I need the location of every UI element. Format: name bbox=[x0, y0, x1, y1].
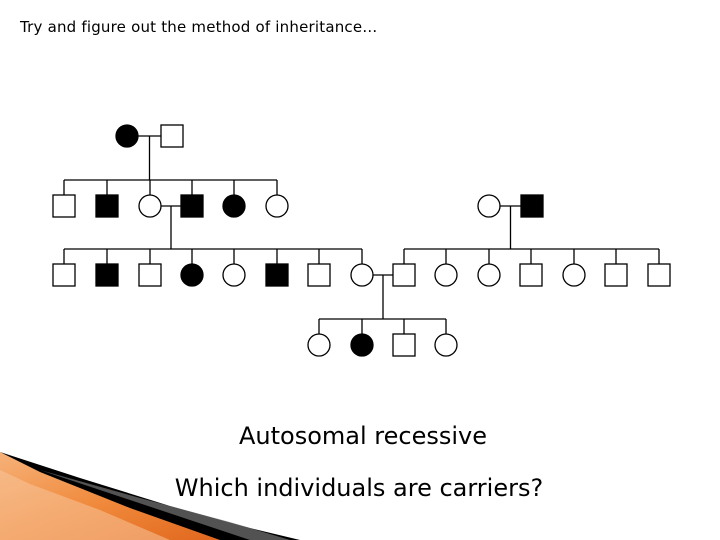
unaffected-female-IV-4 bbox=[434, 333, 458, 357]
question-text: Which individuals are carriers? bbox=[174, 474, 544, 502]
affected-female-II-5 bbox=[222, 194, 246, 218]
unaffected-male-II-1 bbox=[52, 194, 76, 218]
affected-male-II-8 bbox=[520, 194, 544, 218]
unaffected-male-III-7 bbox=[307, 263, 331, 287]
unaffected-female-III-10 bbox=[434, 263, 458, 287]
unaffected-male-III-14 bbox=[604, 263, 628, 287]
slide-heading: Try and figure out the method of inherit… bbox=[20, 18, 378, 36]
unaffected-male-III-1 bbox=[52, 263, 76, 287]
orange-swoosh-highlight bbox=[0, 470, 170, 540]
unaffected-female-III-8 bbox=[350, 263, 374, 287]
affected-female-III-4 bbox=[180, 263, 204, 287]
affected-male-II-2 bbox=[95, 194, 119, 218]
affected-female-I-1 bbox=[115, 124, 139, 148]
answer-text: Autosomal recessive bbox=[238, 422, 487, 450]
unaffected-female-IV-1 bbox=[307, 333, 331, 357]
unaffected-female-II-6 bbox=[265, 194, 289, 218]
affected-male-III-6 bbox=[265, 263, 289, 287]
unaffected-female-II-7 bbox=[477, 194, 501, 218]
unaffected-female-II-3 bbox=[138, 194, 162, 218]
affected-female-IV-2 bbox=[350, 333, 374, 357]
affected-male-III-2 bbox=[95, 263, 119, 287]
unaffected-male-III-9 bbox=[392, 263, 416, 287]
unaffected-male-III-15 bbox=[647, 263, 671, 287]
gray-swoosh bbox=[40, 470, 290, 540]
unaffected-male-III-3 bbox=[138, 263, 162, 287]
unaffected-male-III-12 bbox=[519, 263, 543, 287]
unaffected-female-III-13 bbox=[562, 263, 586, 287]
unaffected-male-I-2 bbox=[160, 124, 184, 148]
affected-male-II-4 bbox=[180, 194, 204, 218]
unaffected-female-III-5 bbox=[222, 263, 246, 287]
unaffected-female-III-11 bbox=[477, 263, 501, 287]
unaffected-male-IV-3 bbox=[392, 333, 416, 357]
